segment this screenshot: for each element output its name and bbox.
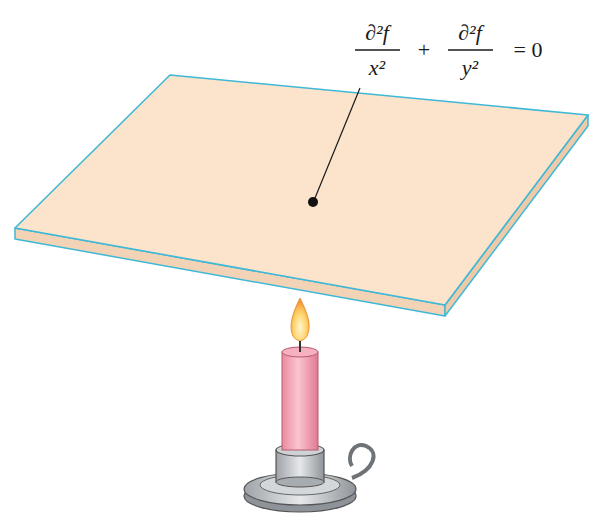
- equation-term: x²: [369, 57, 385, 79]
- equation-term: ∂²f: [458, 22, 482, 44]
- equation-term: = 0: [514, 39, 543, 61]
- fraction-bar: [355, 49, 400, 50]
- plate: [15, 75, 588, 316]
- equation-term: ∂²f: [365, 22, 389, 44]
- equation-term: y²: [462, 57, 478, 79]
- fraction-bar: [448, 49, 493, 50]
- equation-term: +: [418, 39, 430, 61]
- candle: [282, 298, 318, 450]
- candle-holder: [244, 444, 374, 512]
- leader-line: [315, 88, 360, 198]
- point-dot: [308, 197, 318, 207]
